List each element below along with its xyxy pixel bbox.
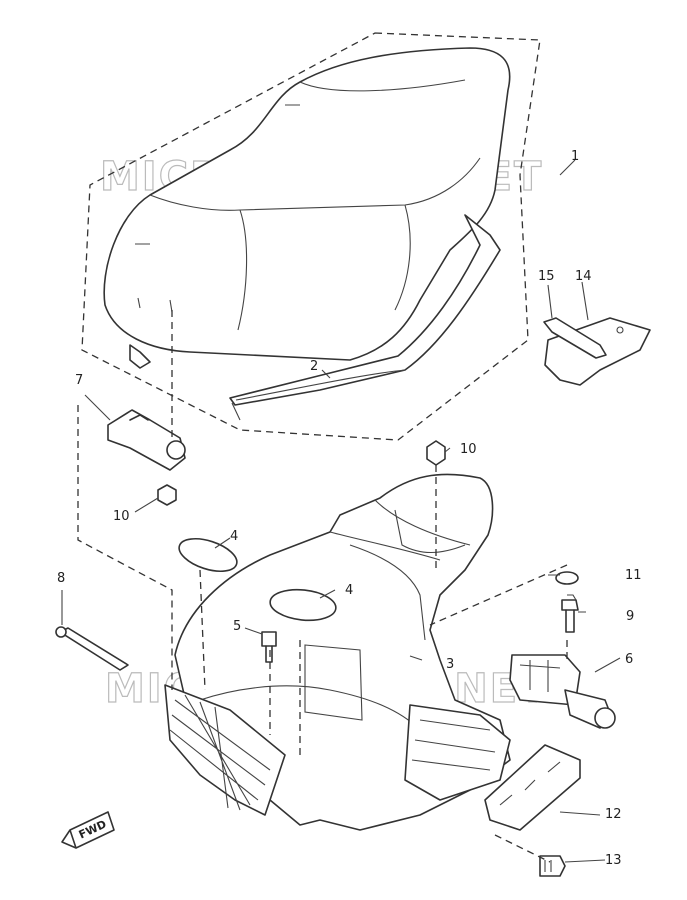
washer-11 bbox=[555, 571, 579, 585]
label-4a: 4 bbox=[230, 529, 238, 544]
seat bbox=[103, 47, 511, 369]
seat-assembly-outline bbox=[81, 32, 541, 441]
label-2: 2 bbox=[310, 359, 318, 374]
clip-15 bbox=[543, 317, 607, 359]
helmet-box bbox=[164, 473, 511, 831]
seat-lock bbox=[509, 654, 616, 729]
label-10a: 10 bbox=[460, 442, 477, 457]
leader-lines bbox=[61, 159, 621, 863]
label-15: 15 bbox=[538, 269, 555, 284]
hinge bbox=[107, 409, 186, 471]
label-12: 12 bbox=[605, 807, 622, 822]
cover-12 bbox=[484, 744, 581, 831]
screw-13 bbox=[539, 855, 566, 877]
seal-left bbox=[178, 537, 238, 573]
label-1: 1 bbox=[571, 149, 579, 164]
label-6: 6 bbox=[625, 652, 633, 667]
nut-lower bbox=[157, 484, 177, 506]
label-10b: 10 bbox=[113, 509, 130, 524]
bolt-5 bbox=[261, 631, 277, 663]
label-8: 8 bbox=[57, 571, 65, 586]
seal-bottom bbox=[269, 588, 337, 622]
label-3: 3 bbox=[446, 657, 454, 672]
label-9: 9 bbox=[626, 609, 634, 624]
seat-trim bbox=[229, 214, 501, 421]
nut-upper bbox=[426, 440, 446, 466]
shaft-8 bbox=[55, 626, 129, 671]
label-11: 11 bbox=[625, 568, 642, 583]
label-4b: 4 bbox=[345, 583, 353, 598]
label-7: 7 bbox=[75, 373, 83, 388]
fwd-arrow: FWD bbox=[61, 811, 115, 849]
screw-9 bbox=[561, 594, 579, 633]
label-13: 13 bbox=[605, 853, 622, 868]
label-14: 14 bbox=[575, 269, 592, 284]
guide-lines bbox=[77, 310, 568, 863]
label-5: 5 bbox=[233, 619, 241, 634]
